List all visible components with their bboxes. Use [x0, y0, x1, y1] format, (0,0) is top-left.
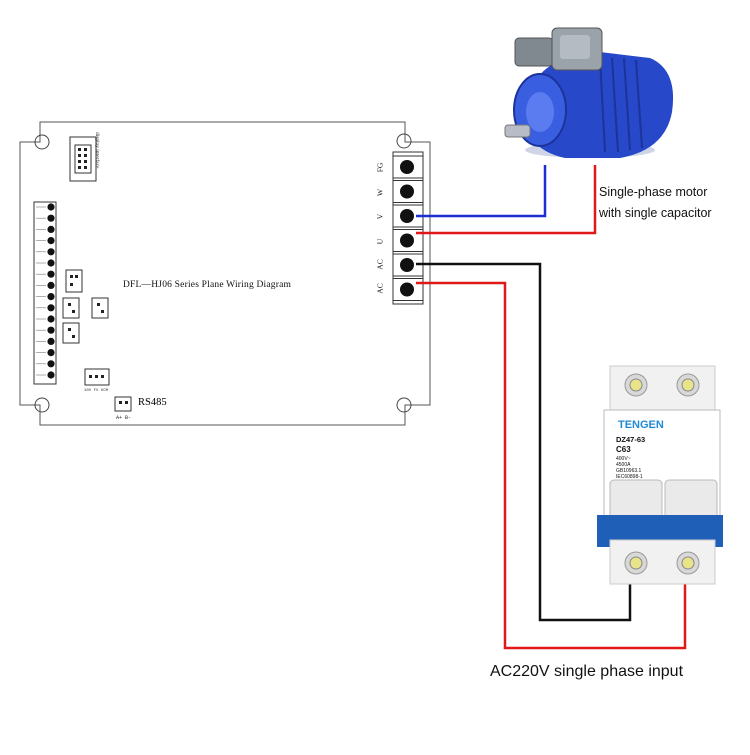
wire-ac-black [416, 262, 632, 622]
terminal-label-ac2: AC [375, 283, 385, 294]
power-terminal-screw [400, 258, 414, 272]
input-label: AC220V single phase input [490, 663, 684, 680]
control-terminal-screw [47, 349, 55, 357]
control-terminal-screw [47, 360, 55, 368]
pcb-board [19, 121, 431, 426]
terminal-label-u: U [375, 238, 385, 245]
control-terminal-screw [47, 270, 55, 278]
control-terminal-screw [47, 203, 55, 211]
control-terminal-screw [47, 315, 55, 323]
motor-label-line2: with single capacitor [599, 206, 712, 220]
power-terminal-screw [400, 184, 414, 199]
power-terminal-block [392, 151, 424, 305]
wire-v-blue [416, 165, 547, 218]
terminal-label-v: V [375, 213, 385, 220]
power-terminal-screw [400, 233, 414, 248]
mount-hole-br [396, 397, 412, 413]
mount-hole-tl [34, 134, 50, 150]
control-terminal-strip [33, 201, 57, 385]
pcb-title: DFL—HJ06 Series Plane Wiring Diagram [123, 280, 292, 290]
rs485-sub-label: A+ B- [116, 415, 132, 421]
control-terminal-screw [47, 304, 55, 312]
breaker-brand: TENGEN [618, 419, 664, 431]
terminal-label-fg: FG [375, 162, 385, 173]
breaker-model: DZ47-63 [616, 435, 646, 444]
terminal-label-ac1: AC [375, 259, 385, 270]
breaker-spec-voltage: 400V~ [616, 456, 631, 462]
power-terminal-screw [400, 282, 414, 297]
control-terminal-screw [47, 371, 55, 379]
control-terminal-screw [47, 237, 55, 245]
aux-connector-label: 10V FV XCM [84, 389, 109, 393]
wire-u-red [416, 165, 597, 235]
control-terminal-screw [47, 225, 55, 233]
control-terminal-screw [47, 293, 55, 301]
terminal-label-w: W [375, 188, 385, 197]
breaker-spec-iec: IEC60898-1 [616, 474, 643, 480]
circuit-breaker-image [597, 365, 723, 585]
power-terminal-screw [400, 160, 414, 174]
display-connector [69, 136, 97, 182]
display-interface-label: display interface [94, 132, 100, 169]
motor-label-line1: Single-phase motor [599, 185, 708, 199]
mount-hole-tr [396, 133, 412, 149]
control-terminal-screw [47, 337, 55, 345]
breaker-spec-gb: GB10963.1 [616, 468, 642, 474]
motor-label: Single-phase motor with single capacitor [599, 182, 712, 224]
rs485-label: RS485 [138, 397, 167, 408]
control-terminal-screw [47, 214, 55, 222]
control-terminal-screw [47, 259, 55, 267]
wire-ac-red [416, 281, 687, 650]
wires [416, 165, 687, 650]
motor-image [504, 27, 674, 158]
control-terminal-screw [47, 326, 55, 334]
control-terminal-screw [47, 281, 55, 289]
mount-hole-bl [34, 397, 50, 413]
power-terminal-screw [400, 209, 414, 223]
breaker-rating: C63 [616, 445, 631, 454]
breaker-spec-current: 4500A [616, 462, 631, 468]
control-terminal-screw [47, 248, 55, 256]
